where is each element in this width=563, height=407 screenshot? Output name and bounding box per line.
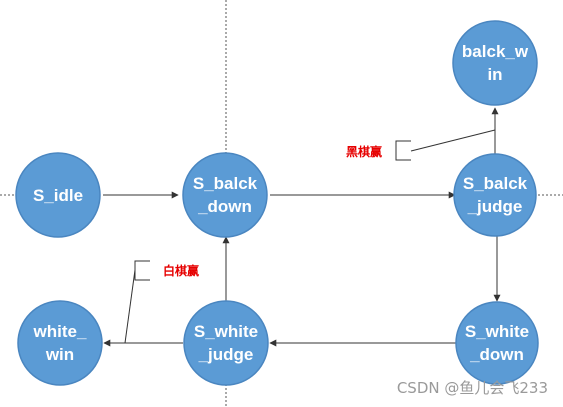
node-s-white-down-label-line2: _down bbox=[469, 345, 524, 364]
node-white-win: white_ win bbox=[17, 300, 103, 386]
node-balck-win-label-line1: balck_w bbox=[462, 42, 529, 61]
node-s-white-down-circle bbox=[455, 301, 539, 385]
node-s-white-down: S_white _down bbox=[455, 301, 539, 385]
node-s-white-judge-label-line1: S_white bbox=[194, 322, 258, 341]
node-white-win-label-line2: win bbox=[45, 345, 74, 364]
node-white-win-label-line1: white_ bbox=[33, 322, 87, 341]
callout-black-wins-leader bbox=[410, 129, 496, 152]
node-s-white-judge-label-line2: _judge bbox=[198, 345, 254, 364]
node-s-white-judge: S_white _judge bbox=[183, 300, 269, 386]
node-white-win-circle bbox=[17, 300, 103, 386]
callout-white-wins: 白棋赢 bbox=[124, 260, 199, 344]
node-s-white-judge-circle bbox=[183, 300, 269, 386]
node-s-balck-judge-circle bbox=[453, 153, 537, 237]
node-s-balck-judge-label-line1: S_balck bbox=[463, 174, 528, 193]
node-s-balck-judge: S_balck _judge bbox=[453, 153, 537, 237]
callout-white-wins-bracket bbox=[134, 260, 150, 281]
node-s-white-down-label-line1: S_white bbox=[465, 322, 529, 341]
node-s-balck-down-circle bbox=[182, 152, 268, 238]
node-balck-win-label-line2: in bbox=[487, 65, 502, 84]
node-s-idle-label: S_idle bbox=[33, 186, 83, 205]
annotation-black-wins: 黑棋赢 bbox=[346, 144, 382, 159]
node-balck-win: balck_w in bbox=[452, 20, 538, 106]
watermark: CSDN @鱼儿会飞233 bbox=[397, 379, 548, 397]
callout-black-wins-bracket bbox=[395, 140, 411, 161]
node-s-balck-down-label-line2: _down bbox=[197, 197, 252, 216]
node-s-balck-down: S_balck _down bbox=[182, 152, 268, 238]
callout-white-wins-leader bbox=[124, 269, 136, 344]
node-s-idle-circle bbox=[15, 152, 101, 238]
node-s-idle: S_idle bbox=[15, 152, 101, 238]
annotation-white-wins: 白棋赢 bbox=[163, 263, 199, 278]
node-s-balck-judge-label-line2: _judge bbox=[467, 197, 523, 216]
node-balck-win-circle bbox=[452, 20, 538, 106]
node-s-balck-down-label-line1: S_balck bbox=[193, 174, 258, 193]
callout-black-wins: 黑棋赢 bbox=[346, 129, 496, 161]
